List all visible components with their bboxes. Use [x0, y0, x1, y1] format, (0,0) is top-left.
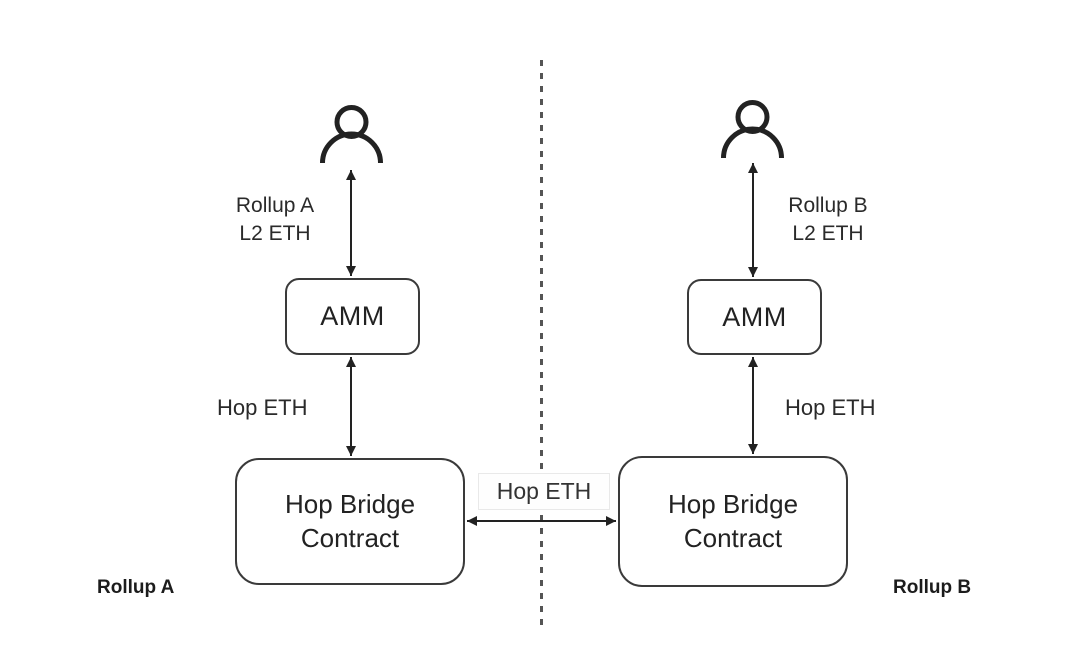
person-icon: [721, 100, 784, 159]
amm-node-left: AMM: [285, 278, 420, 355]
rollup-a-l2-eth-line1: Rollup A: [235, 194, 315, 217]
hop-eth-label-left: Hop ETH: [217, 395, 308, 420]
rollup-a-region-label: Rollup A: [97, 577, 175, 598]
hop-bridge-contract-node-right: Hop Bridge Contract: [618, 456, 848, 587]
person-icon: [320, 105, 383, 164]
rollup-a-l2-eth-line2: L2 ETH: [239, 222, 311, 245]
rollup-b-l2-eth-label: Rollup B L2 ETH: [781, 192, 875, 248]
amm-node-right: AMM: [687, 279, 822, 355]
rollup-b-region-label: Rollup B: [893, 577, 972, 598]
hop-eth-label-bridge: Hop ETH: [478, 473, 610, 510]
rollup-b-l2-eth-line2: L2 ETH: [792, 222, 864, 245]
rollup-b-l2-eth-line1: Rollup B: [788, 194, 868, 217]
rollup-a-l2-eth-label: Rollup A L2 ETH: [228, 192, 322, 248]
hop-bridge-contract-node-left: Hop Bridge Contract: [235, 458, 465, 585]
hop-eth-label-right: Hop ETH: [785, 395, 876, 420]
